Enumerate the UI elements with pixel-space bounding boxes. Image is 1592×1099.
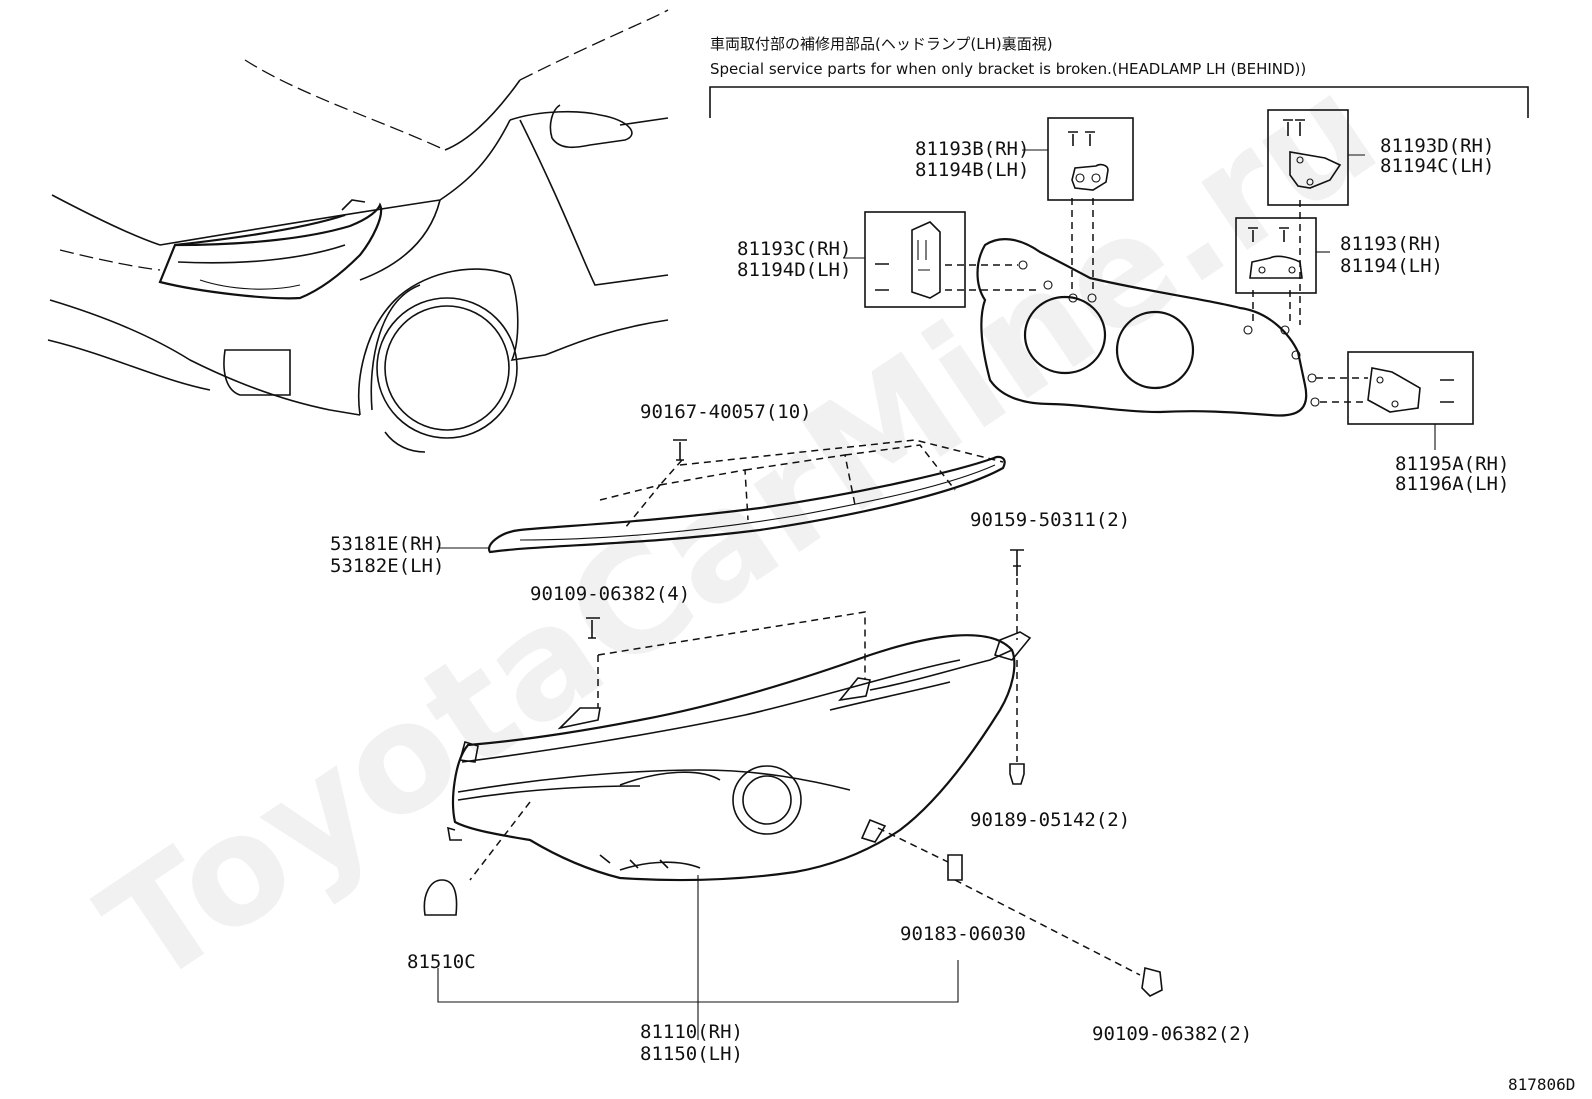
- label-90189: 90189-05142(2): [970, 809, 1130, 831]
- bracket-81195a-box: [1316, 351, 1474, 425]
- bracket-81193c-box: [864, 211, 1040, 308]
- label-81193d-rh: 81193D(RH): [1380, 135, 1494, 157]
- label-81193b-rh: 81193B(RH): [915, 138, 1029, 160]
- watermark: ToyotaCarMine.ru: [73, 42, 1407, 1020]
- label-81194c-lh: 81194C(LH): [1380, 155, 1494, 177]
- headlamp-assembly: [423, 549, 1163, 1040]
- label-81194b-lh: 81194B(LH): [915, 159, 1029, 181]
- label-81193-rh: 81193(RH): [1340, 233, 1443, 255]
- label-90109-2: 90109-06382(2): [1092, 1023, 1252, 1045]
- label-90109-4: 90109-06382(4): [530, 583, 690, 605]
- label-53181e-rh: 53181E(RH): [330, 533, 444, 555]
- headlamp-molding: [438, 439, 1006, 554]
- bracket-81193b-box: [1047, 117, 1134, 292]
- label-81195a-rh: 81195A(RH): [1395, 453, 1509, 475]
- label-81510c: 81510C: [407, 951, 476, 973]
- label-53182e-lh: 53182E(LH): [330, 555, 444, 577]
- label-81193c-rh: 81193C(RH): [737, 238, 851, 260]
- diagram-id: 817806D: [1508, 1075, 1575, 1094]
- bracket-81193-box: [1235, 217, 1317, 325]
- label-81110-rh: 81110(RH): [640, 1021, 743, 1043]
- header-title-en: Special service parts for when only brac…: [710, 60, 1306, 78]
- car-front-illustration: [47, 9, 669, 453]
- label-90159: 90159-50311(2): [970, 509, 1130, 531]
- header-title-jp: 車両取付部の補修用部品(ヘッドランプ(LH)裏面視): [710, 35, 1053, 53]
- label-81194d-lh: 81194D(LH): [737, 259, 851, 281]
- headlamp-rear-view: [976, 238, 1320, 417]
- label-90183: 90183-06030: [900, 923, 1026, 945]
- header-bracket: [709, 86, 1529, 118]
- label-90167: 90167-40057(10): [640, 401, 812, 423]
- label-81196a-lh: 81196A(LH): [1395, 473, 1509, 495]
- label-81194-lh: 81194(LH): [1340, 255, 1443, 277]
- label-81150-lh: 81150(LH): [640, 1043, 743, 1065]
